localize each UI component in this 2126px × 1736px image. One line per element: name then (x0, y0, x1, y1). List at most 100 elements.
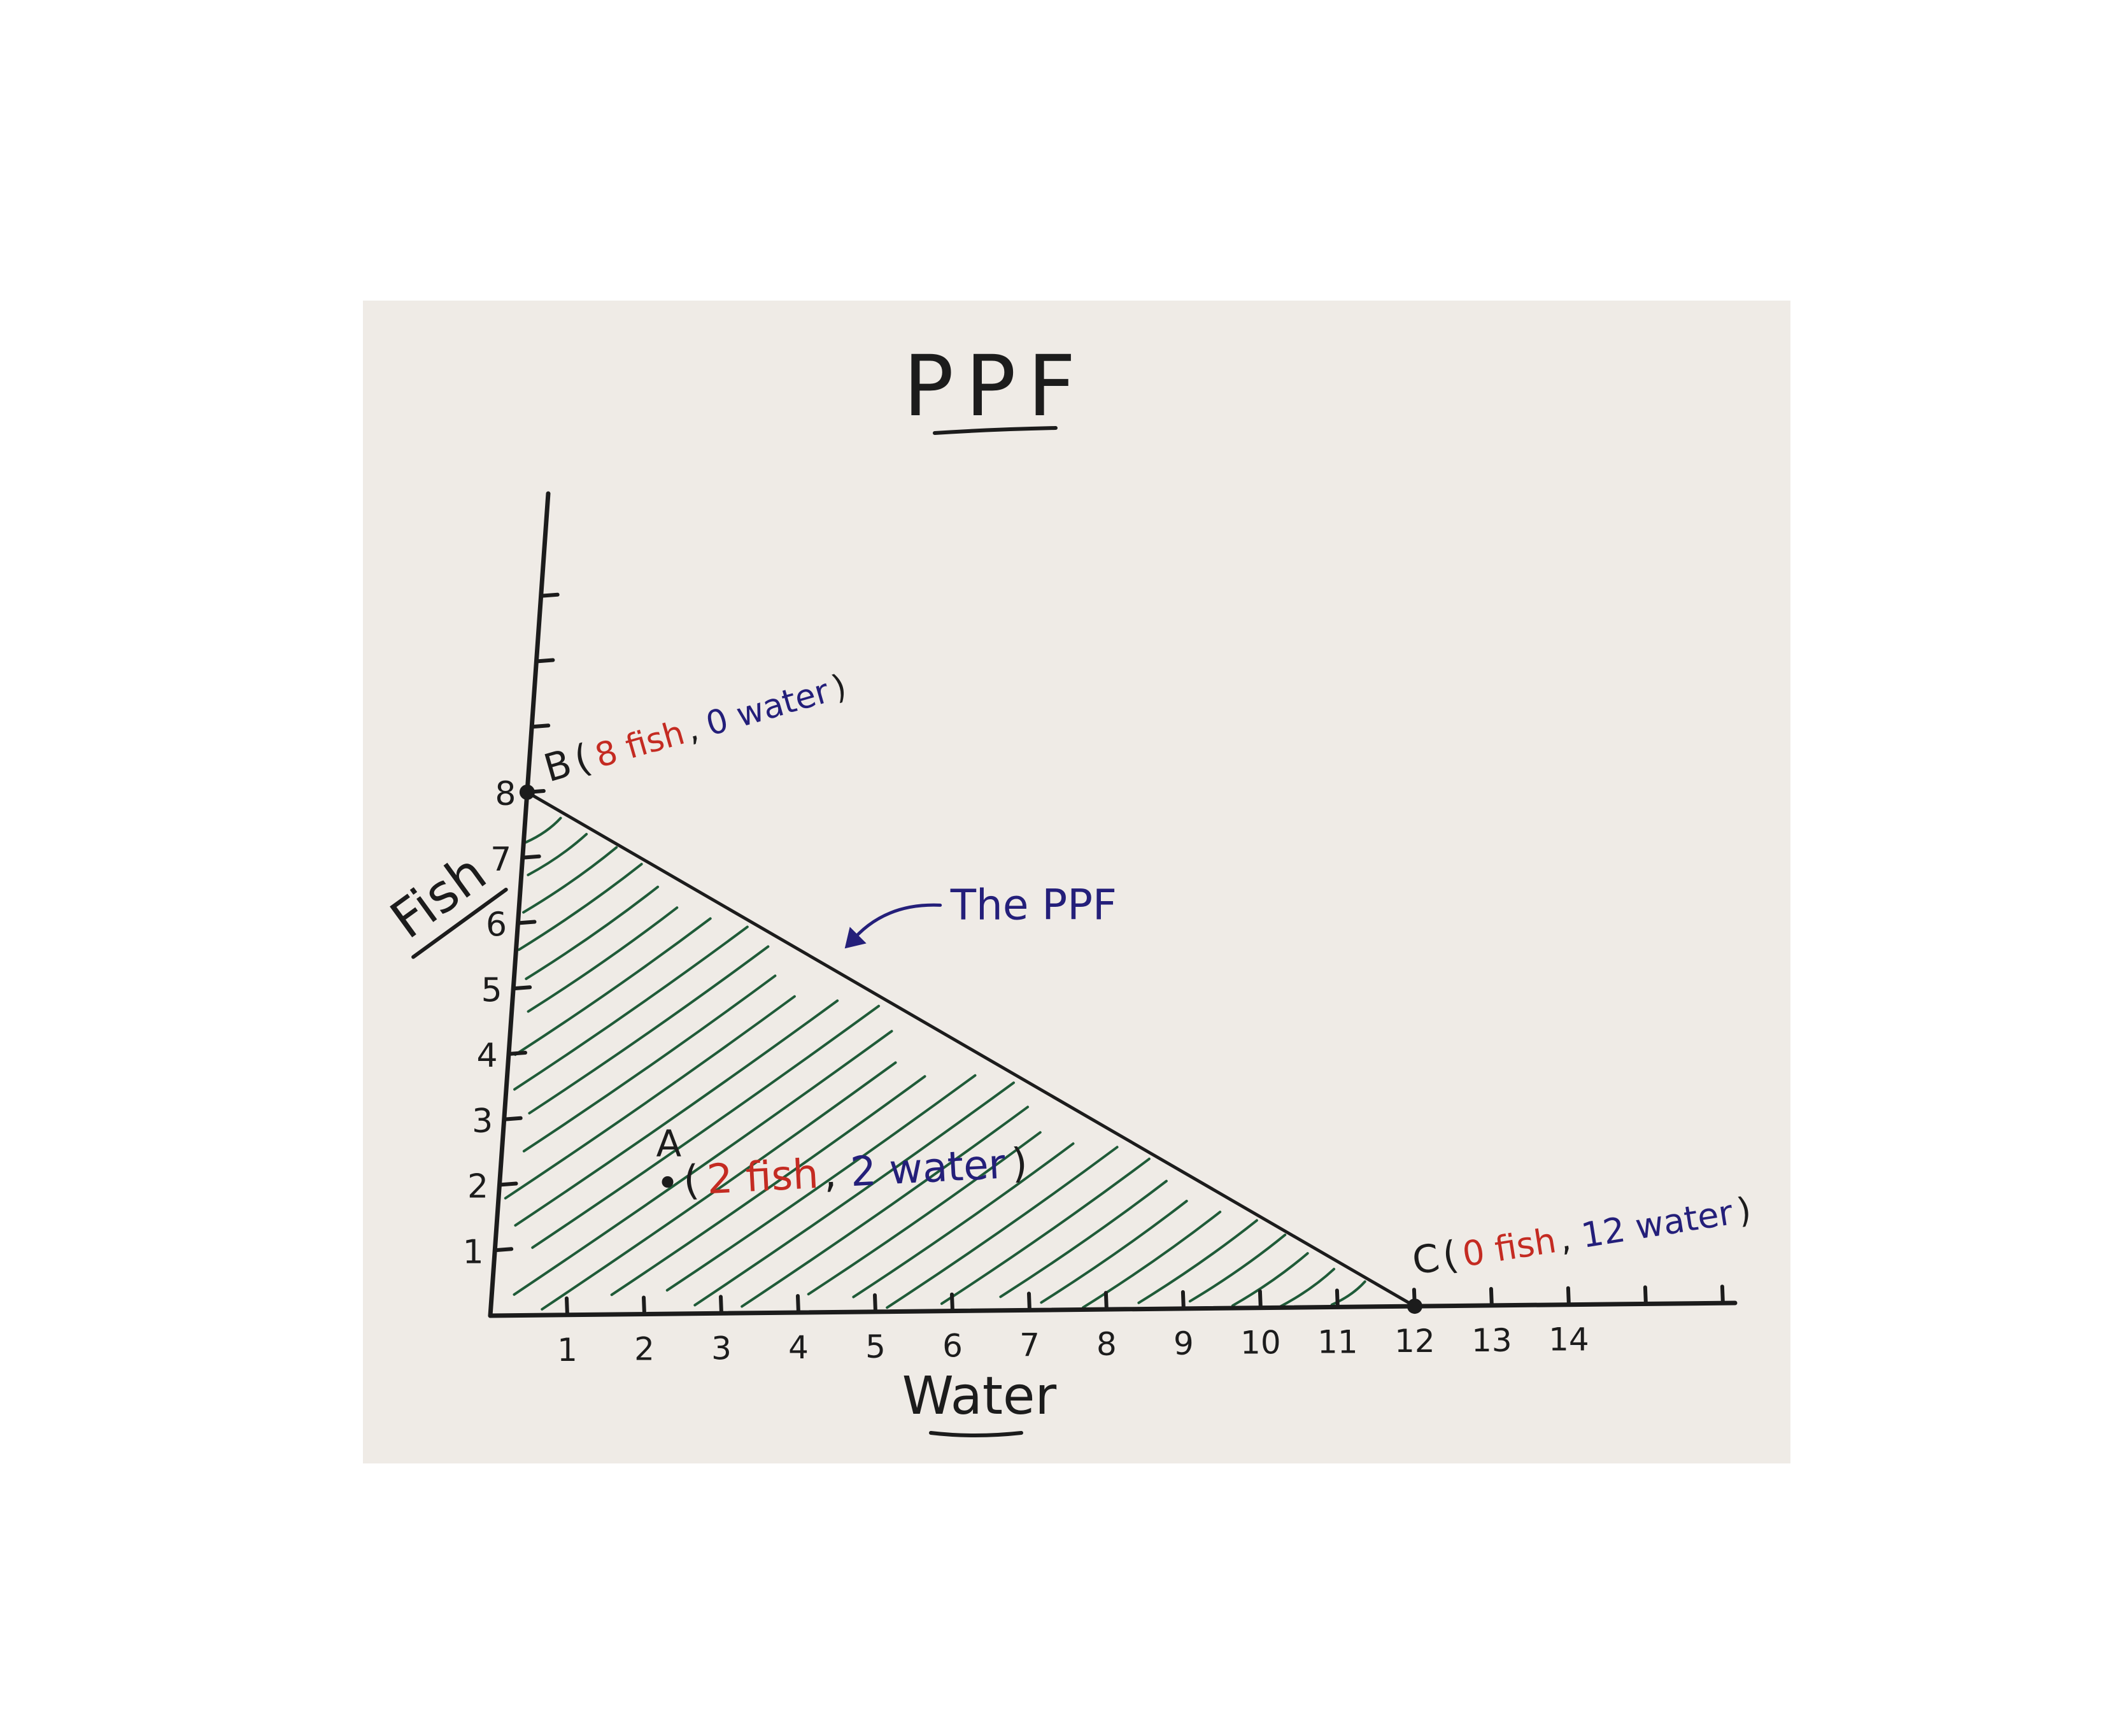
x-tick-label-4: 4 (788, 1329, 809, 1366)
x-axis-line (488, 1300, 1738, 1318)
ppf-annotation: The PPF (844, 880, 1117, 949)
feasible-region-hatching (504, 816, 1366, 1311)
hatch-line-25 (1082, 1211, 1222, 1309)
hatch-line-11 (514, 999, 839, 1227)
x-axis-label-group: Water (902, 1366, 1057, 1437)
hatch-line-10 (504, 995, 796, 1200)
y-tick-label-7: 7 (490, 841, 511, 879)
hatch-line-26 (1137, 1219, 1258, 1304)
hatch-line-8 (528, 945, 770, 1114)
y-tick-label-2: 2 (467, 1168, 488, 1206)
hatch-line-2 (522, 846, 618, 914)
hatch-line-24 (1040, 1200, 1188, 1304)
point-a-separator: , (822, 1149, 837, 1197)
x-tick-label-13: 13 (1471, 1322, 1512, 1359)
y-tick-label-5: 5 (481, 971, 502, 1009)
x-tick-label-5: 5 (865, 1328, 886, 1365)
title-group: PPF (903, 338, 1087, 436)
x-tick-label-10: 10 (1240, 1325, 1281, 1362)
hatch-line-19 (807, 1131, 1042, 1296)
hatch-line-22 (940, 1157, 1151, 1306)
hatch-line-23 (999, 1179, 1168, 1298)
title-underline (933, 426, 1058, 435)
x-tick-label-2: 2 (634, 1331, 655, 1368)
hatch-line-9 (522, 974, 777, 1153)
hatch-line-29 (1279, 1267, 1336, 1308)
hatch-line-16 (665, 1074, 977, 1292)
hatch-line-5 (527, 906, 679, 1013)
hatch-line-18 (741, 1106, 1030, 1308)
ppf-annotation-arrowhead (844, 927, 867, 949)
x-tick-9 (1180, 1290, 1186, 1311)
y-tick-label-1: 1 (463, 1233, 484, 1271)
hatch-line-14 (541, 1061, 897, 1311)
point-a-close-paren: ) (1010, 1140, 1029, 1188)
y-tick-10 (534, 658, 555, 664)
point-a-fish-text: 2 fish (705, 1151, 819, 1204)
y-tick-9 (530, 723, 551, 729)
point-c-marker (1407, 1298, 1422, 1314)
hatch-line-0 (525, 816, 562, 844)
x-tick-label-9: 9 (1173, 1325, 1194, 1362)
hatch-line-15 (610, 1075, 926, 1297)
hatch-line-30 (1330, 1280, 1366, 1306)
x-tick-13 (1489, 1286, 1494, 1307)
y-tick-2 (497, 1181, 518, 1187)
y-tick-7 (520, 854, 541, 860)
x-tick-label-14: 14 (1548, 1321, 1589, 1358)
x-tick-8 (1103, 1291, 1109, 1312)
hatch-line-3 (518, 862, 643, 951)
hatch-line-17 (693, 1081, 1015, 1307)
x-tick-7 (1027, 1291, 1031, 1313)
y-tick-label-3: 3 (472, 1102, 493, 1141)
x-tick-label-12: 12 (1394, 1323, 1435, 1360)
point-a-description: (2 fish,2 water) (682, 1140, 1028, 1205)
y-axis-tick-labels: 1 2 3 4 5 6 7 8 (463, 775, 516, 1271)
chart-title: PPF (903, 338, 1087, 436)
y-tick-3 (502, 1116, 523, 1121)
x-tick-11 (1335, 1288, 1340, 1309)
hatch-line-13 (513, 1030, 893, 1296)
y-axis-line (488, 491, 551, 1318)
hatch-line-4 (525, 885, 660, 980)
x-axis-label: Water (902, 1366, 1057, 1427)
point-a-marker (662, 1176, 674, 1188)
y-tick-11 (539, 592, 560, 598)
point-a-label: A (656, 1122, 682, 1165)
x-tick-label-8: 8 (1096, 1326, 1117, 1363)
x-tick-15 (1643, 1285, 1648, 1306)
x-tick-10 (1258, 1289, 1263, 1310)
y-tick-label-6: 6 (486, 906, 507, 944)
x-tick-label-1: 1 (557, 1332, 578, 1369)
hatch-line-28 (1231, 1252, 1309, 1307)
x-tick-label-6: 6 (942, 1328, 963, 1365)
hatch-line-1 (527, 832, 588, 876)
y-axis-ticks (493, 592, 560, 1253)
hatch-line-27 (1188, 1234, 1287, 1303)
ppf-annotation-text: The PPF (950, 880, 1117, 929)
x-tick-label-11: 11 (1317, 1323, 1358, 1360)
hatch-line-20 (852, 1142, 1075, 1298)
y-tick-4 (507, 1051, 527, 1056)
y-axis-label-underline (411, 887, 508, 959)
hatch-line-7 (513, 925, 749, 1091)
y-tick-1 (493, 1247, 514, 1253)
x-tick-6 (950, 1292, 954, 1313)
point-a-water-text: 2 water (849, 1141, 1007, 1197)
ppf-annotation-arrow (848, 903, 942, 945)
y-tick-label-8: 8 (495, 775, 516, 813)
x-tick-16 (1720, 1284, 1725, 1306)
ppf-series-line (526, 790, 1416, 1308)
hatch-line-12 (531, 1004, 881, 1249)
hatch-line-21 (886, 1146, 1119, 1309)
x-tick-14 (1566, 1286, 1571, 1307)
x-tick-label-7: 7 (1019, 1327, 1040, 1363)
y-tick-5 (511, 985, 532, 991)
y-tick-label-4: 4 (476, 1037, 497, 1075)
y-tick-6 (516, 920, 537, 925)
x-axis-ticks (565, 1284, 1725, 1317)
